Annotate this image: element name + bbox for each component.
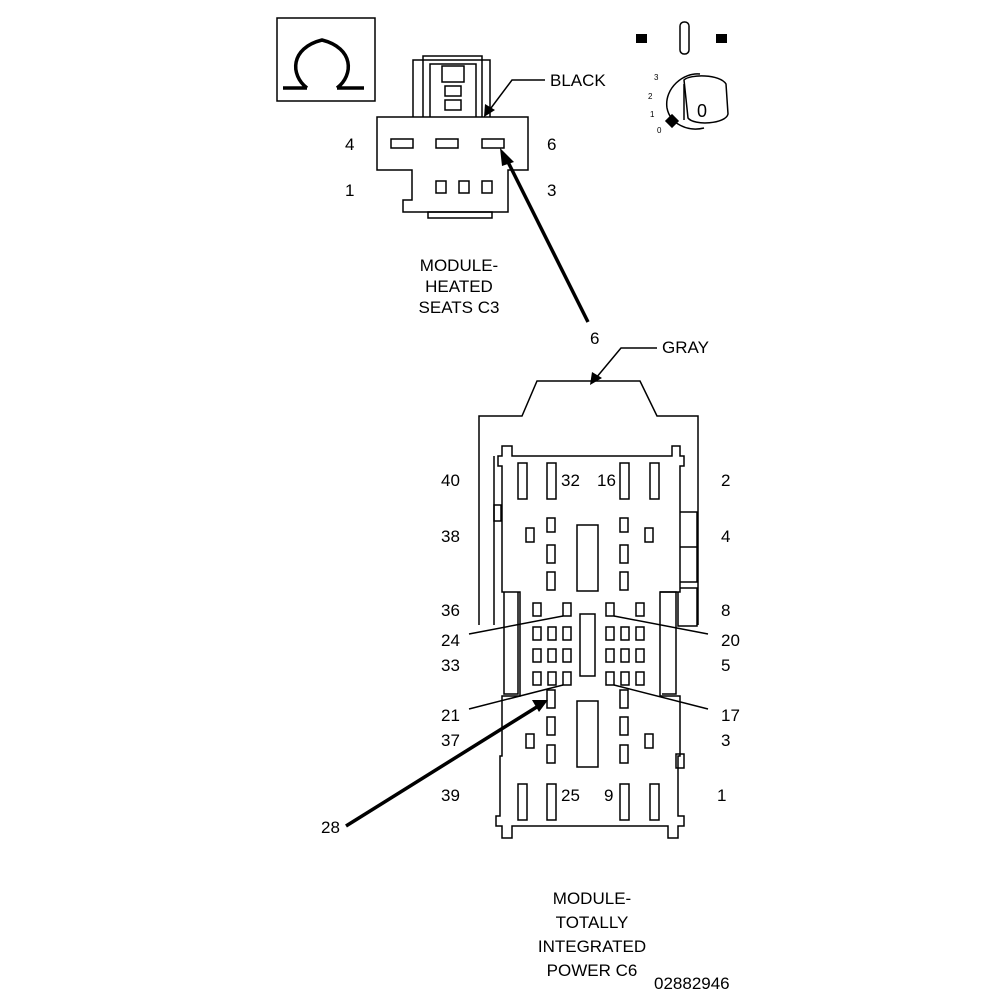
c6-pin-2-label: 2 — [721, 471, 730, 490]
c6-pin-25-label: 25 — [561, 786, 580, 805]
ignition-position-3: 3 — [654, 73, 659, 82]
c6-pin-21-label: 21 — [441, 706, 460, 725]
ignition-key-label: 0 — [697, 101, 707, 121]
c3-title-line-2: HEATED — [425, 277, 493, 296]
c6-pin-4-label: 4 — [721, 527, 730, 546]
c3-pin-4-label: 4 — [345, 135, 354, 154]
pin-21-leader — [468, 684, 564, 710]
c6-pin-8-label: 8 — [721, 601, 730, 620]
c6-title-line-1: MODULE- — [553, 889, 631, 908]
black-callout-arrowhead — [484, 104, 495, 117]
c6-pin-40-label: 40 — [441, 471, 460, 490]
c6-title-line-2: TOTALLY — [556, 913, 629, 932]
c3-pin-1-label: 1 — [345, 181, 354, 200]
pin-28-arrowhead — [532, 700, 548, 712]
c6-callout-pin-label: 6 — [590, 329, 599, 348]
c6-pin-3-label: 3 — [721, 731, 730, 750]
pin-28-arrow-line — [345, 703, 541, 828]
pin-20-leader — [613, 615, 709, 635]
c6-pin-20-label: 20 — [721, 631, 740, 650]
pin-6-arrowhead — [500, 148, 514, 166]
figure-id: 02882946 — [654, 974, 730, 993]
ignition-position-1: 1 — [650, 110, 655, 119]
c3-pin-6-label: 6 — [547, 135, 556, 154]
gray-callout-line — [595, 347, 657, 379]
c6-pin-17-label: 17 — [721, 706, 740, 725]
ignition-position-2: 2 — [648, 92, 653, 101]
c6-pin-1-label: 1 — [717, 786, 726, 805]
c6-pin-32-label: 32 — [561, 471, 580, 490]
c6-color-label: GRAY — [662, 338, 709, 357]
c3-color-label: BLACK — [550, 71, 606, 90]
ignition-key-icon: 3 2 1 0 0 — [636, 21, 729, 135]
c6-pin-33-label: 33 — [441, 656, 460, 675]
c3-title-line-3: SEATS C3 — [419, 298, 500, 317]
c6-pin-9-label: 9 — [604, 786, 613, 805]
c3-title-line-1: MODULE- — [420, 256, 498, 275]
c6-title-line-3: INTEGRATED — [538, 937, 646, 956]
c6-pin-28-label: 28 — [321, 818, 340, 837]
c6-pin-16-label: 16 — [597, 471, 616, 490]
black-callout-line — [487, 79, 545, 113]
pin-6-arrow-line — [506, 161, 590, 323]
c6-pin-38-label: 38 — [441, 527, 460, 546]
pin-24-leader — [468, 615, 564, 635]
omega-icon — [276, 17, 376, 102]
connector-c6 — [478, 380, 699, 839]
c6-pin-39-label: 39 — [441, 786, 460, 805]
c3-pin-3-label: 3 — [547, 181, 556, 200]
c6-pin-5-label: 5 — [721, 656, 730, 675]
c6-pin-24-label: 24 — [441, 631, 460, 650]
ignition-position-0: 0 — [657, 126, 662, 135]
c6-pin-37-label: 37 — [441, 731, 460, 750]
c6-title-line-4: POWER C6 — [547, 961, 638, 980]
c6-pin-36-label: 36 — [441, 601, 460, 620]
pin-17-leader — [613, 684, 709, 710]
connector-c3 — [376, 55, 529, 219]
